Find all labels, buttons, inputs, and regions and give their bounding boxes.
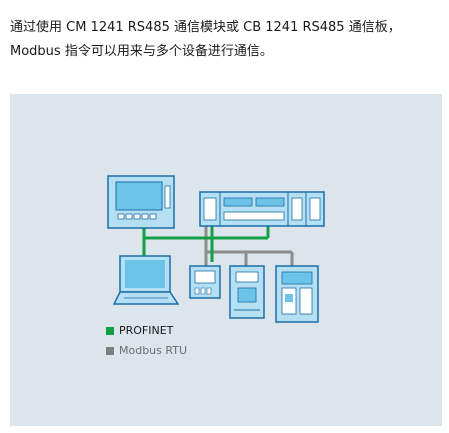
legend-item-profinet: PROFINET bbox=[106, 324, 173, 337]
intro-line-2: Modbus 指令可以用来与多个设备进行通信。 bbox=[10, 44, 273, 59]
legend-label-profinet: PROFINET bbox=[119, 324, 174, 337]
drive-device-icon bbox=[229, 265, 265, 319]
modbus-swatch bbox=[106, 346, 114, 355]
profinet-swatch bbox=[106, 326, 114, 335]
network-diagram: PROFINET Modbus RTU bbox=[10, 94, 442, 426]
network-diagram-svg bbox=[107, 175, 325, 323]
small-device-icon bbox=[189, 265, 221, 299]
hmi-panel-icon bbox=[107, 175, 175, 229]
intro-line-1: 通过使用 CM 1241 RS485 通信模块或 CB 1241 RS485 通… bbox=[10, 20, 401, 35]
laptop-icon bbox=[112, 255, 180, 305]
intro-text: 通过使用 CM 1241 RS485 通信模块或 CB 1241 RS485 通… bbox=[10, 16, 442, 64]
legend-item-modbus: Modbus RTU bbox=[106, 344, 187, 357]
plc-controller-icon bbox=[199, 191, 325, 227]
circuit-breaker-icon bbox=[275, 265, 319, 323]
legend-label-modbus: Modbus RTU bbox=[119, 344, 187, 357]
modbus-rtu-lines bbox=[204, 224, 294, 271]
